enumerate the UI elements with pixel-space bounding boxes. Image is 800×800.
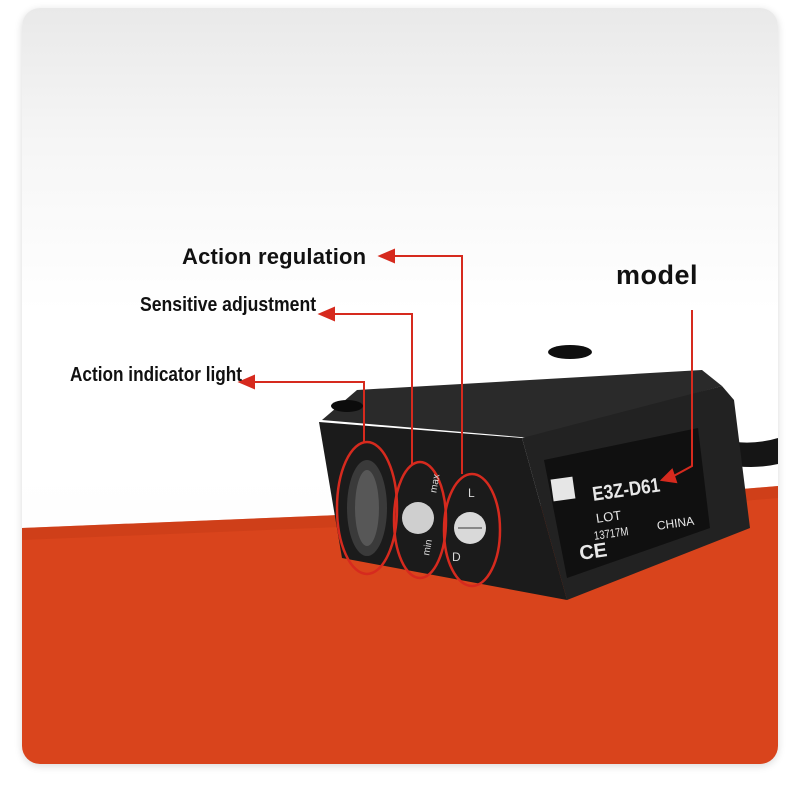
sensitive-adjustment-pointer (317, 306, 413, 464)
model-callout: model (616, 260, 699, 290)
brand-logo (550, 476, 576, 502)
sensitivity-knob (402, 502, 434, 534)
knob-l-mark: L (468, 486, 475, 500)
sensitive-adjustment-callout: Sensitive adjustment (140, 294, 317, 316)
action-indicator-light-callout: Action indicator light (70, 364, 242, 386)
indicator-light-pointer (237, 374, 365, 442)
product-image-card: Action regulation Sensitive adjustment A… (22, 8, 778, 764)
action-regulation-pointer (377, 248, 463, 474)
sensor-front-face (319, 422, 567, 600)
model-pointer (659, 310, 693, 484)
action-highlight-circle (442, 472, 502, 588)
sensitivity-highlight-circle (392, 460, 448, 580)
knob-d-mark: D (452, 550, 461, 564)
sensor-top-face (322, 370, 722, 438)
indicator-highlight-circle (335, 440, 399, 576)
sensor-scene (22, 248, 778, 764)
action-regulation-callout: Action regulation (182, 244, 367, 269)
model-label-area (544, 428, 710, 578)
ce-mark: CE (578, 539, 609, 565)
